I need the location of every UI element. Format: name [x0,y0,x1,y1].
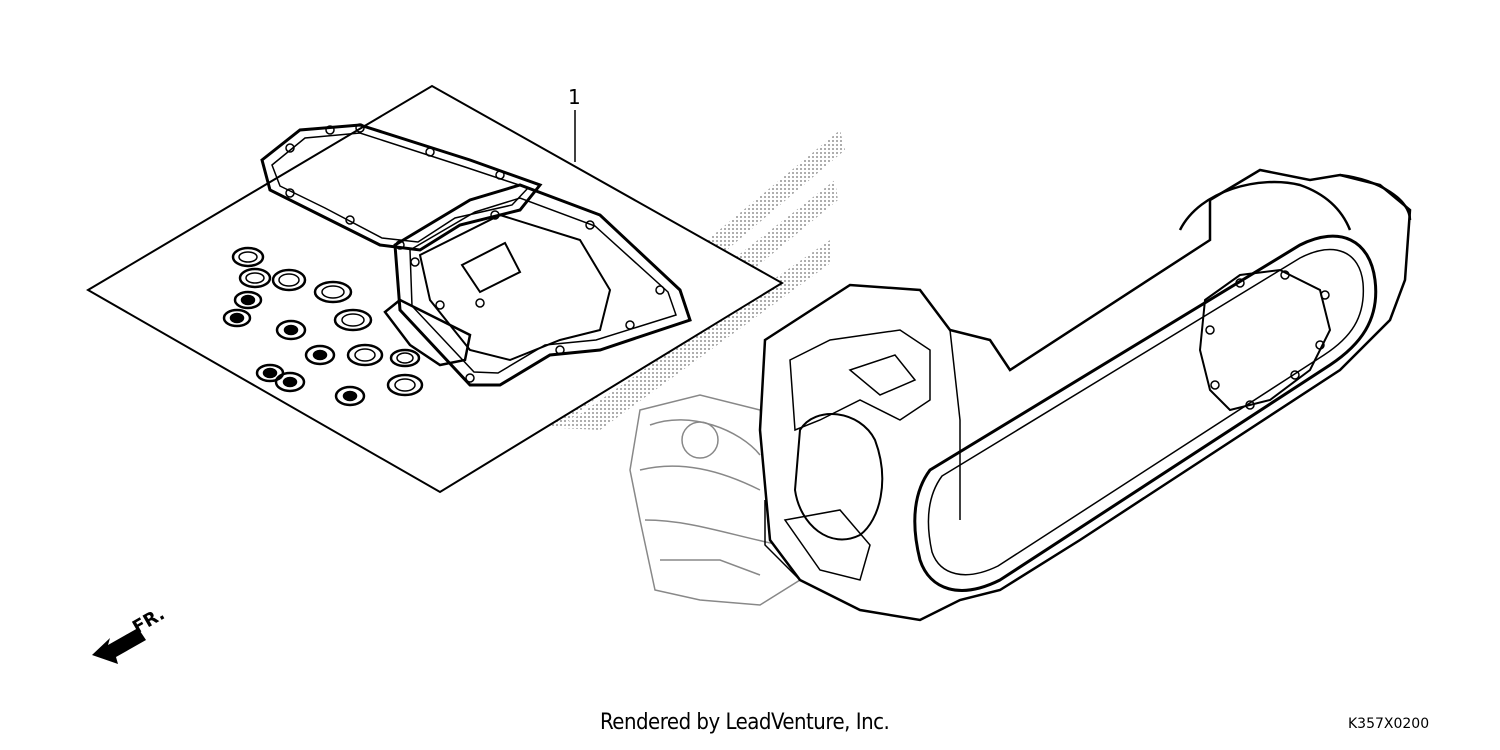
render-credit: Rendered by LeadVenture, Inc. [600,710,890,735]
small-gasket [383,298,472,367]
front-direction-indicator: FR. [92,603,168,664]
front-direction-arrow-icon [92,628,146,664]
o-rings [222,246,424,407]
engine-cylinder-outline [629,394,801,606]
diagram-code: K357X0200 [1348,716,1430,732]
crankcase-gasket [393,183,692,387]
belt-cover-gasket [913,234,1378,592]
bolt-holes [285,123,665,383]
cover-gasket [260,123,543,252]
callout-number: 1 [568,85,581,109]
engine-crankcase [758,168,1412,622]
gasket-kit-sheet [86,84,784,494]
callout-1[interactable]: 1 [568,85,581,162]
